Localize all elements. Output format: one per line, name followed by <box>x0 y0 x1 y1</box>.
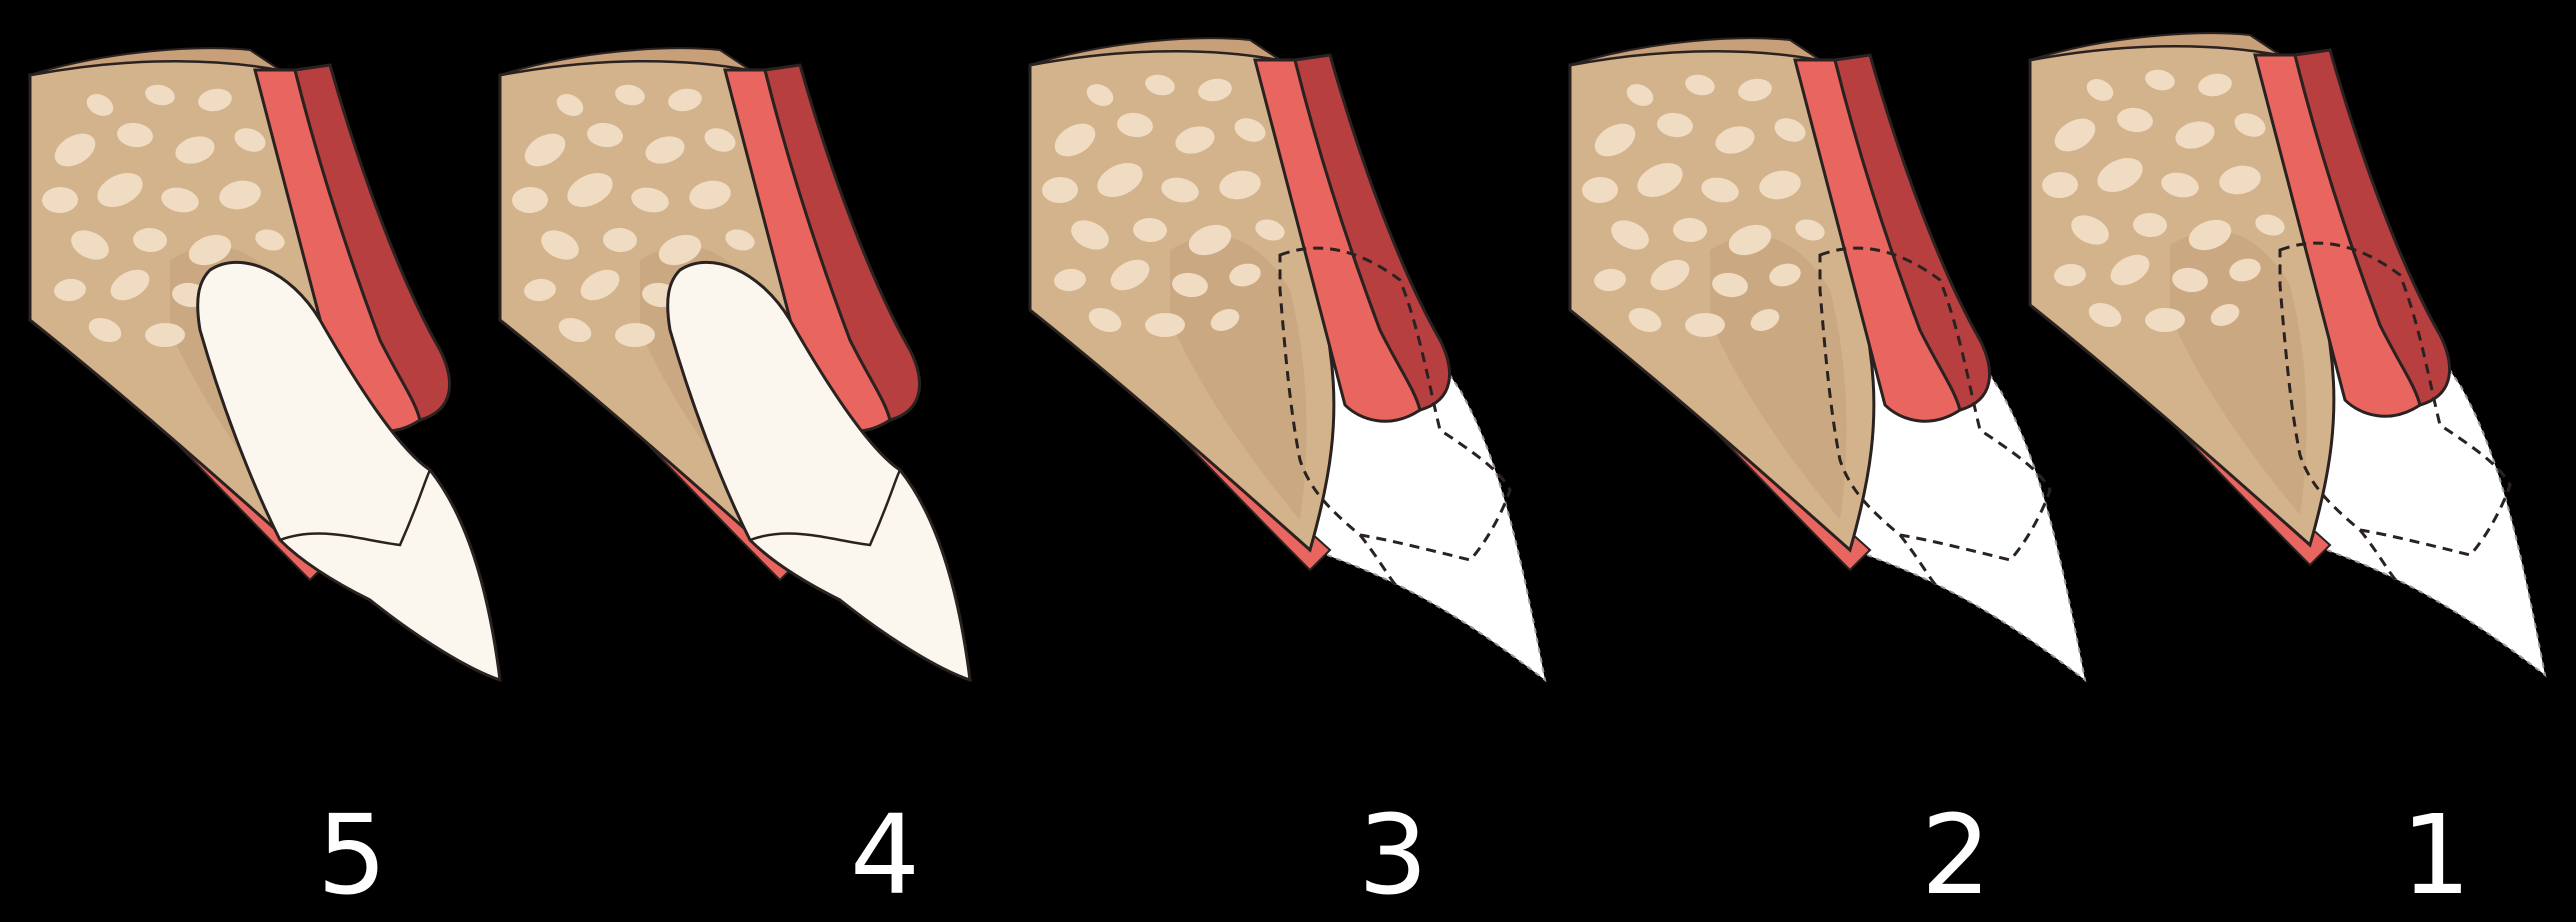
stage-label-1: 1 <box>2336 800 2536 910</box>
stage-label-4: 4 <box>785 800 985 910</box>
stage-label-3: 3 <box>1293 800 1493 910</box>
stage-label-2: 2 <box>1856 800 2056 910</box>
stage-label-5: 5 <box>252 800 452 910</box>
panel-stage-5 <box>30 48 500 680</box>
panel-stage-3 <box>1030 38 1545 680</box>
panel-stage-1 <box>2030 33 2545 675</box>
panel-stage-4 <box>500 48 970 680</box>
panel-stage-2 <box>1570 38 2085 680</box>
